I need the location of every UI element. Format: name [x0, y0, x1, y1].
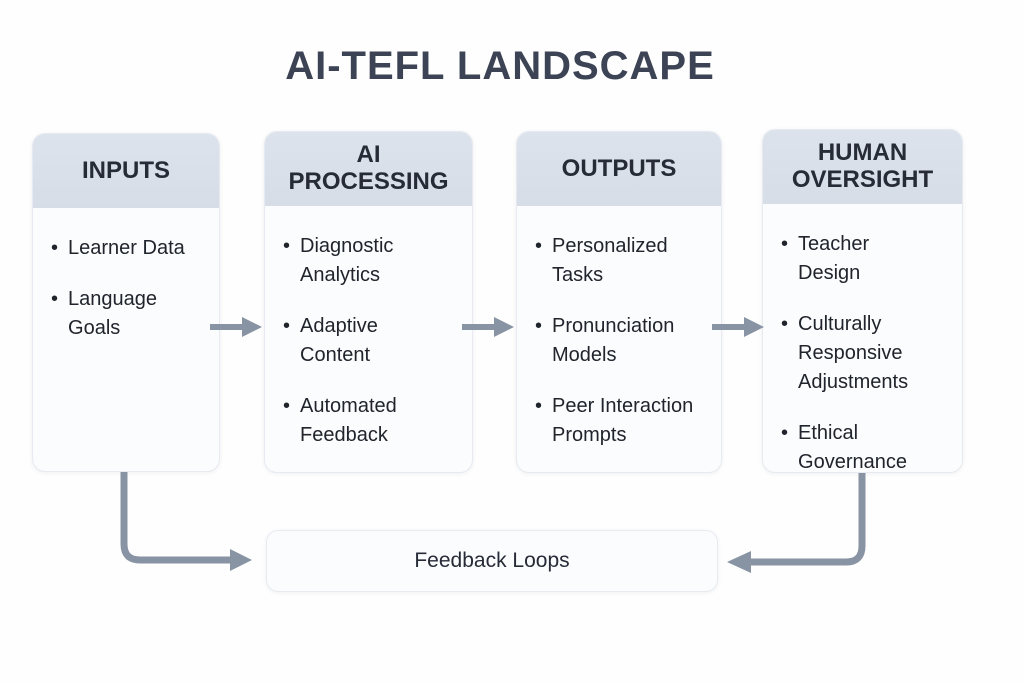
outputs-card-list: • Personalized Tasks • Pronunciation Mod… [517, 206, 721, 450]
list-item: • Teacher Design [781, 230, 962, 288]
inputs-card-header: INPUTS [33, 134, 219, 208]
list-item-label: Personalized Tasks [552, 235, 668, 286]
right-arrow-icon [462, 317, 514, 337]
bullet-icon: • [535, 315, 543, 337]
right-arrow-icon [712, 317, 764, 337]
human-oversight-card-list: • Teacher Design • Culturally Responsive… [763, 204, 962, 473]
feedback-loops-label: Feedback Loops [414, 549, 570, 572]
right-arrow-icon [210, 317, 262, 337]
bullet-icon: • [535, 395, 543, 417]
human-oversight-card: HUMAN OVERSIGHT • Teacher Design • Cultu… [762, 129, 963, 473]
elbow-arrow-inputs-to-feedback-icon [120, 472, 252, 571]
list-item-label: Diagnostic Analytics [300, 235, 394, 286]
list-item-label: Learner Data [68, 237, 185, 259]
list-item: • Culturally Responsive Adjustments [781, 310, 962, 397]
bullet-icon: • [51, 288, 59, 310]
list-item-label: Language Goals [68, 288, 157, 339]
list-item: • Automated Feedback [283, 392, 472, 450]
outputs-card-title: OUTPUTS [561, 154, 677, 182]
ai-processing-card-list: • Diagnostic Analytics • Adaptive Conten… [265, 206, 472, 450]
list-item: • Ethical Governance [781, 419, 962, 473]
bullet-icon: • [781, 313, 789, 335]
bullet-icon: • [283, 395, 291, 417]
list-item-label: Teacher Design [798, 233, 870, 284]
bullet-icon: • [535, 235, 543, 257]
list-item-label: Peer Interaction Prompts [552, 395, 694, 446]
list-item: • Adaptive Content [283, 312, 472, 370]
inputs-card-list: • Learner Data • Language Goals [33, 208, 219, 343]
bullet-icon: • [51, 237, 59, 259]
ai-processing-card: AI PROCESSING • Diagnostic Analytics • A… [264, 131, 473, 473]
outputs-card: OUTPUTS • Personalized Tasks • Pronuncia… [516, 131, 722, 473]
list-item-label: Culturally Responsive Adjustments [798, 313, 909, 393]
list-item: • Diagnostic Analytics [283, 232, 472, 290]
bullet-icon: • [781, 233, 789, 255]
bullet-icon: • [283, 235, 291, 257]
list-item: • Peer Interaction Prompts [535, 392, 721, 450]
list-item-label: Adaptive Content [300, 315, 378, 366]
inputs-card-title: INPUTS [81, 156, 170, 184]
page-title: AI-TEFL LANDSCAPE [285, 44, 715, 88]
bullet-icon: • [283, 315, 291, 337]
feedback-loops-box: Feedback Loops [266, 530, 718, 592]
list-item: • Language Goals [51, 285, 219, 343]
list-item-label: Pronunciation Models [552, 315, 675, 366]
list-item: • Pronunciation Models [535, 312, 721, 370]
bullet-icon: • [781, 422, 789, 444]
list-item: • Learner Data [51, 234, 219, 263]
outputs-card-header: OUTPUTS [517, 132, 721, 206]
human-oversight-card-header: HUMAN OVERSIGHT [763, 130, 962, 204]
ai-processing-card-header: AI PROCESSING [265, 132, 472, 206]
list-item-label: Ethical Governance [798, 422, 907, 473]
human-oversight-card-title: HUMAN OVERSIGHT [791, 139, 934, 193]
list-item-label: Automated Feedback [300, 395, 397, 446]
inputs-card: INPUTS • Learner Data • Language Goals [32, 133, 220, 472]
elbow-arrow-oversight-to-feedback-icon [727, 473, 866, 573]
list-item: • Personalized Tasks [535, 232, 721, 290]
ai-processing-card-title: AI PROCESSING [288, 141, 449, 195]
